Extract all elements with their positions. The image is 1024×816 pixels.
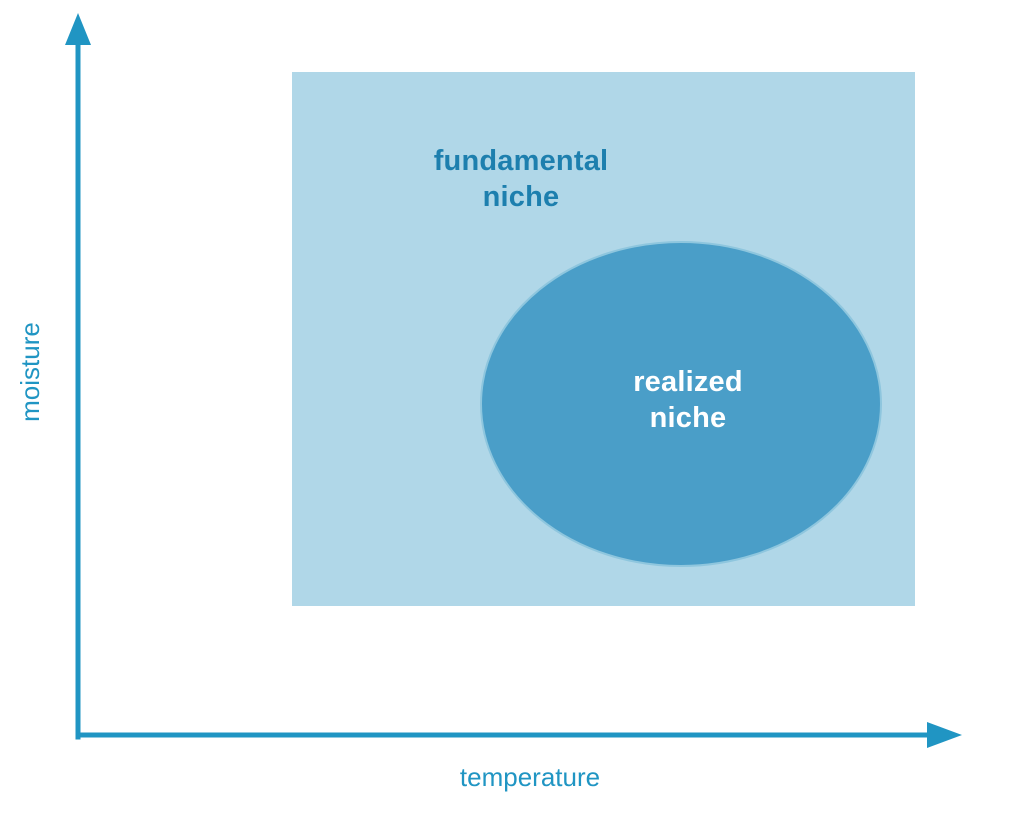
y-axis-arrowhead xyxy=(65,13,91,45)
realized-niche-region xyxy=(480,241,882,567)
x-axis-arrowhead xyxy=(927,722,962,748)
